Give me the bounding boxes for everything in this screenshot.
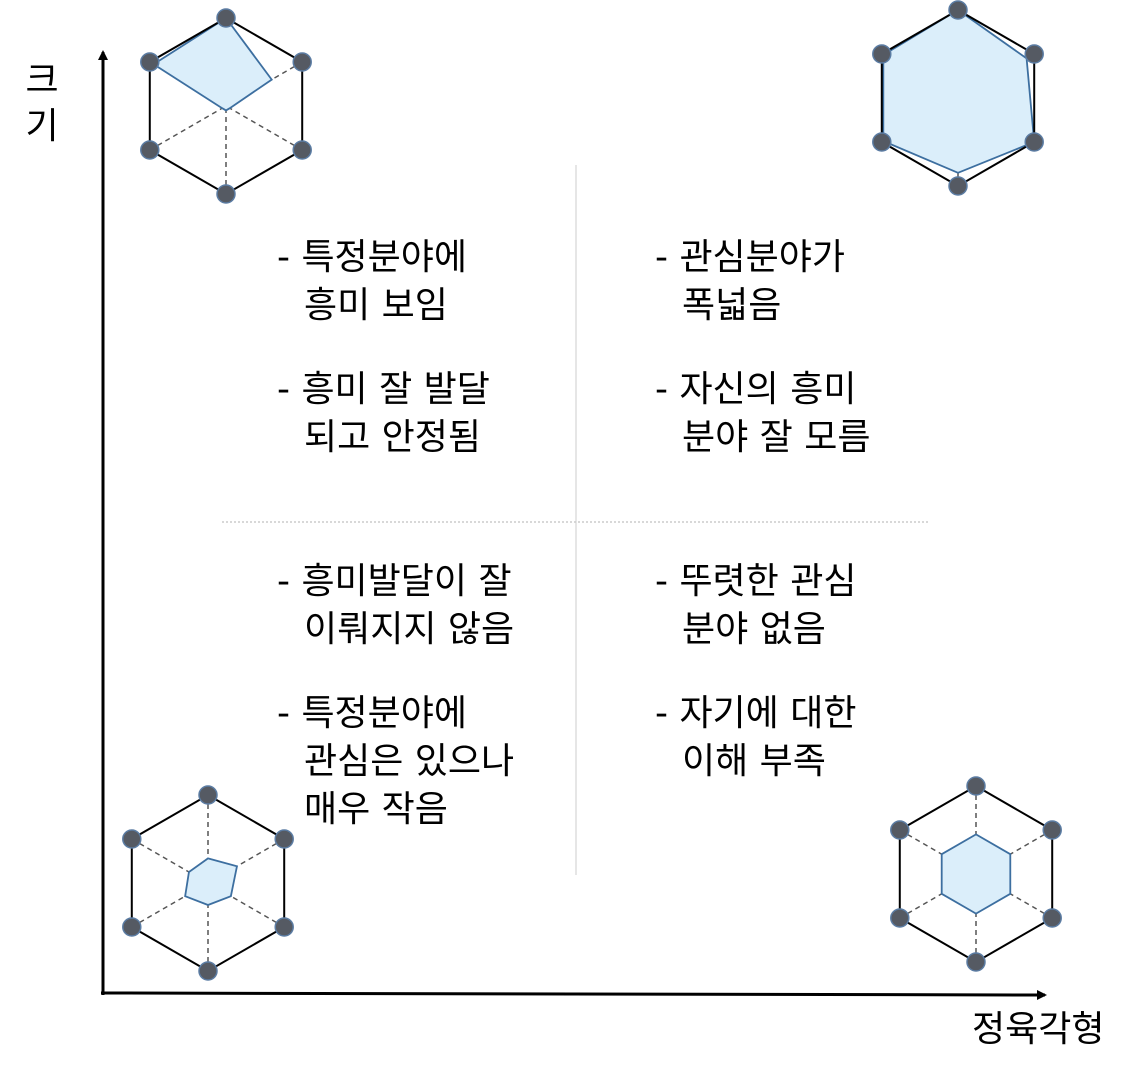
bullet-line: 이뤄지지 않음	[304, 609, 515, 650]
radar-vertex	[872, 132, 892, 152]
radar-vertex	[274, 829, 294, 849]
bullet-line: 분야 잘 모름	[682, 417, 871, 458]
radar-top-right	[872, 0, 1044, 196]
bullet-line: 분야 없음	[682, 609, 826, 650]
bullet-line: 흥미 잘 발달	[277, 366, 490, 414]
bullet-line: 특정분야에	[277, 690, 514, 738]
radar-spoke	[149, 61, 303, 151]
bullet-line: 뚜렷한 관심	[655, 558, 856, 606]
radar-vertex	[1024, 44, 1044, 64]
radar-bottom-right	[890, 776, 1062, 972]
y-axis-label: 크기	[25, 60, 59, 147]
radar-vertex	[890, 908, 910, 928]
radar-vertex	[198, 785, 218, 805]
radar-vertex	[274, 917, 294, 937]
radar-vertex	[122, 829, 142, 849]
bullet-line: 이해 부족	[682, 741, 826, 782]
radar-spoke	[899, 829, 1053, 919]
bullet-line: 관심은 있으나	[304, 741, 515, 782]
radar-spoke	[899, 829, 1053, 919]
x-axis-label: 정육각형	[972, 1009, 1105, 1050]
radar-vertex	[216, 184, 236, 204]
radar-vertex	[216, 8, 236, 28]
bullet-line: 매우 작음	[304, 789, 448, 830]
bullet-line: 흥미 보임	[304, 285, 448, 326]
x-axis	[100, 989, 1047, 1000]
radar-vertex	[1024, 132, 1044, 152]
radar-vertex	[872, 44, 892, 64]
radar-vertex	[1042, 820, 1062, 840]
bullet-line: 흥미발달이 잘	[277, 558, 514, 606]
radar-vertex	[948, 0, 968, 20]
bullet-line: 관심분야가	[655, 234, 871, 282]
radar-vertex	[140, 140, 160, 160]
radar-vertex	[890, 820, 910, 840]
radar-profile	[151, 16, 274, 112]
radar-bottom-left	[122, 785, 294, 981]
radar-profile	[940, 833, 1012, 915]
radar-vertex	[966, 952, 986, 972]
radar-vertex	[198, 961, 218, 981]
bullet-item: 뚜렷한 관심분야 없음	[655, 558, 856, 654]
radar-spoke	[131, 838, 285, 928]
radar-vertex	[948, 176, 968, 196]
radar-profile	[882, 8, 1036, 174]
radar-spoke	[131, 838, 285, 928]
radar-vertex	[966, 776, 986, 796]
bullet-line: 자기에 대한	[655, 690, 856, 738]
radar-profile	[184, 857, 239, 906]
radar-top-left	[140, 8, 312, 204]
bullet-line: 되고 안정됨	[304, 417, 482, 458]
radar-vertex	[122, 917, 142, 937]
radar-vertex	[1042, 908, 1062, 928]
bullet-line: 특정분야에	[277, 234, 490, 282]
bullet-line: 폭넓음	[682, 285, 782, 326]
radar-vertex	[292, 52, 312, 72]
radar-vertex	[140, 52, 160, 72]
radar-vertex	[292, 140, 312, 160]
bullet-line: 자신의 흥미	[655, 366, 871, 414]
